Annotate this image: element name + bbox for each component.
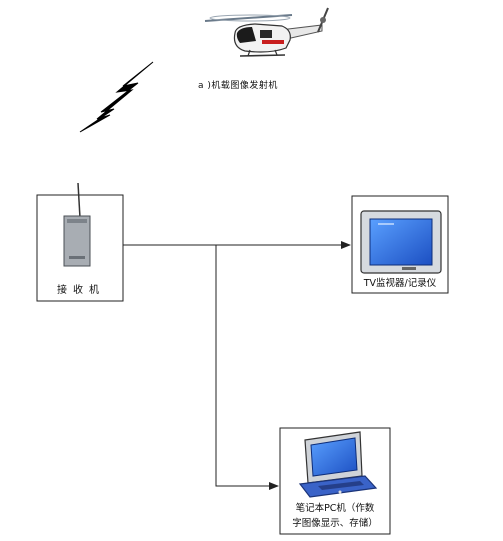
radio-receiver-icon [63, 215, 91, 267]
pc-node [279, 427, 391, 535]
receiver-label: 接收机 [57, 285, 105, 296]
edge-receiver-pc [215, 245, 279, 490]
transmitter-label: a )机载图像发射机 [198, 81, 278, 91]
tv-node [351, 195, 449, 294]
lightning-icon [79, 61, 154, 133]
pc-label-line1: 笔记本PC机（作数 [295, 503, 375, 514]
tv-label: TV监视器/记录仪 [363, 278, 437, 289]
receiver-node [36, 182, 124, 302]
helicopter-icon [204, 7, 329, 57]
tv-monitor-icon [360, 210, 442, 274]
laptop-icon [298, 431, 378, 498]
pc-label-line2: 字图像显示、存储） [292, 518, 378, 529]
